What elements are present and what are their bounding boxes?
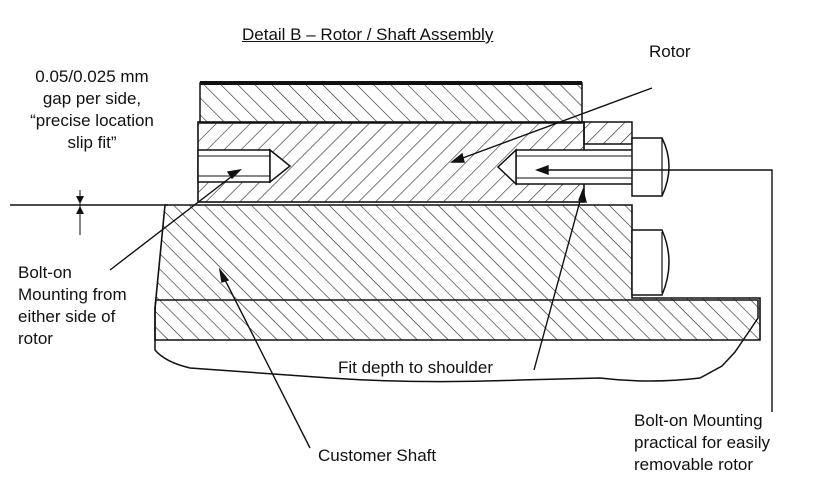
label-bolt-left: Bolt-on Mounting from either side of rot…: [18, 263, 127, 348]
label-fit-depth: Fit depth to shoulder: [338, 358, 493, 377]
leader-fit-depth: [533, 189, 584, 371]
left-bolt: [197, 148, 292, 184]
label-bolt-right: Bolt-on Mounting practical for easily re…: [634, 411, 771, 474]
diagram-title: Detail B – Rotor / Shaft Assembly: [242, 25, 494, 44]
rotor-outer-ring: [199, 82, 583, 124]
clamp-ring: [583, 121, 633, 145]
leader-bolt-right: [537, 169, 773, 412]
label-customer-shaft: Customer Shaft: [318, 446, 437, 465]
gap-dimension: [10, 190, 168, 235]
lower-bolt-head: [631, 229, 670, 296]
leader-lines: [109, 87, 773, 449]
right-bolt: [496, 137, 670, 197]
label-gap: 0.05/0.025 mm gap per side, “precise loc…: [30, 67, 154, 152]
label-rotor: Rotor: [649, 42, 691, 61]
leader-bolt-left: [109, 169, 241, 271]
leader-shaft: [219, 269, 311, 449]
leader-rotor: [451, 87, 653, 163]
